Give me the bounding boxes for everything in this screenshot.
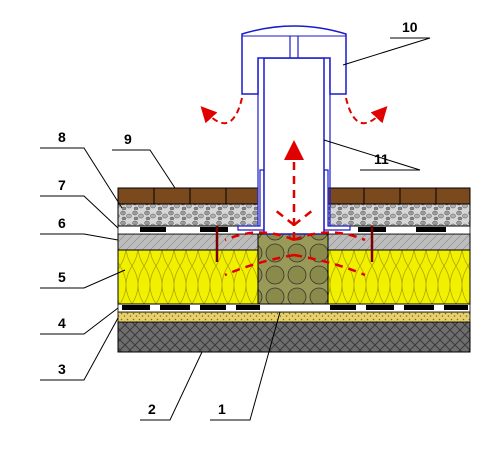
airflow-arrow-upright — [293, 231, 366, 242]
label-8: 8 — [58, 129, 66, 145]
leader-9 — [112, 149, 176, 189]
gravel-right — [327, 203, 471, 227]
leader-8 — [40, 147, 123, 209]
deflector-cap — [241, 25, 347, 95]
label-7: 7 — [58, 177, 66, 193]
concrete-slab-layer — [117, 321, 471, 353]
leader-7 — [40, 195, 119, 229]
label-11: 11 — [374, 151, 389, 167]
label-2: 2 — [148, 401, 156, 417]
leader-10 — [342, 37, 431, 66]
label-1: 1 — [218, 401, 226, 417]
airflow-arrow-left — [224, 253, 295, 277]
exhaust-arrow-right — [345, 97, 388, 125]
leader-1 — [210, 311, 281, 421]
leader-11 — [323, 139, 421, 171]
leader-5 — [40, 269, 126, 289]
leader-4 — [40, 307, 119, 335]
airflow-arrow-upleft — [224, 231, 295, 242]
vapor-barrier-segments — [122, 305, 468, 310]
airflow-arrows — [224, 140, 366, 277]
leader-6 — [40, 233, 119, 241]
exhaust-arrow-left — [200, 97, 243, 125]
label-5: 5 — [58, 269, 66, 285]
leader-2 — [140, 351, 203, 421]
leader-3 — [40, 317, 119, 381]
tiles-right — [327, 187, 471, 205]
label-9: 9 — [124, 131, 132, 147]
granular-filler — [257, 233, 329, 305]
label-4: 4 — [58, 315, 66, 331]
label-10: 10 — [402, 19, 418, 35]
insulation-right — [327, 249, 471, 305]
airflow-arrow-centerright — [293, 209, 314, 226]
primer-layer — [117, 311, 471, 323]
gravel-left — [117, 203, 259, 227]
leader-lines — [40, 37, 431, 421]
label-3: 3 — [58, 361, 66, 377]
insulation-left — [117, 249, 259, 305]
airflow-arrow-right — [293, 253, 366, 277]
airflow-arrow-centerleft — [274, 209, 295, 226]
tiles-left — [117, 187, 259, 205]
anchor-fasteners — [215, 226, 374, 262]
label-6: 6 — [58, 215, 66, 231]
